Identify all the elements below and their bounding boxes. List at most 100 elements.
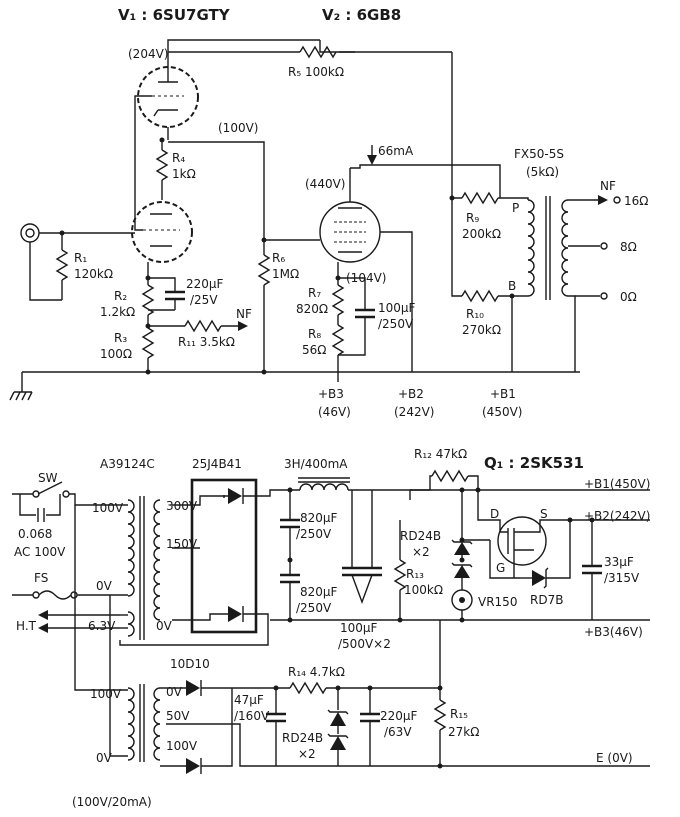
v1-lower-triode: [131, 201, 193, 263]
b2-voltage: (242V): [394, 405, 434, 419]
t2-secondary-100v: 100V: [166, 739, 198, 753]
bias-zener-upper: [327, 709, 349, 726]
b1-label: +B1: [490, 387, 516, 401]
c100x2-rating: /500V×2: [338, 637, 391, 651]
bias-rd24b-count: ×2: [298, 747, 316, 761]
r2-resistor: [141, 284, 155, 316]
rectifier-block: [190, 478, 258, 634]
r13-label: R₁₃: [406, 567, 424, 581]
bias-rd24b-label: RD24B: [282, 731, 323, 745]
v1-upper-triode: [137, 55, 199, 128]
r1-resistor: [55, 249, 69, 281]
v2-cathode-voltage: (104V): [346, 271, 386, 285]
r7-value: 820Ω: [296, 302, 328, 316]
vr150-label: VR150: [478, 595, 517, 609]
r10-value: 270kΩ: [462, 323, 501, 337]
r9-resistor: [461, 191, 499, 205]
t1-secondary-0v: 0V: [156, 619, 173, 633]
output-transformer-impedance: (5kΩ): [526, 165, 559, 179]
tap-16-ohm: 16Ω: [624, 194, 648, 208]
c100-value: 100μF: [378, 301, 416, 315]
b3-output-label: +B3(46V): [584, 625, 643, 639]
switch-label: SW: [38, 471, 58, 485]
input-jack: [20, 223, 40, 243]
r15-label: R₁₅: [450, 707, 468, 721]
q1-title: Q₁ : 2SK531: [484, 454, 584, 472]
r10-resistor: [461, 289, 499, 303]
vr150-tube: [451, 589, 473, 611]
c100-rating: /250V: [378, 317, 414, 331]
t1-primary-100v: 100V: [92, 501, 124, 515]
c820-lower-rating: /250V: [296, 601, 332, 615]
v2-plate-voltage: (440V): [305, 177, 345, 191]
output-transformer-label: FX50-5S: [514, 147, 564, 161]
r7-label: R₇: [308, 286, 321, 300]
rectifier-label: 25J4B41: [192, 457, 242, 471]
b1-output-label: +B1(450V): [584, 477, 650, 491]
t2-primary-100v: 100V: [90, 687, 122, 701]
power-transformer-label: A39124C: [100, 457, 155, 471]
r6-value: 1MΩ: [272, 267, 299, 281]
zener-diode-lower: [451, 562, 473, 578]
r4-label: R₄: [172, 151, 185, 165]
tap-b-label: B: [508, 279, 516, 293]
rd7b-label: RD7B: [530, 593, 563, 607]
v1-title: V₁ : 6SU7GTY: [118, 6, 231, 24]
c820-lower-value: 820μF: [300, 585, 338, 599]
r12-resistor: [431, 469, 469, 483]
r14-resistor: [289, 681, 327, 695]
r1-label: R₁: [74, 251, 87, 265]
r1-value: 120kΩ: [74, 267, 113, 281]
tap-8-ohm: 8Ω: [620, 240, 637, 254]
r9-value: 200kΩ: [462, 227, 501, 241]
fuse: [32, 590, 78, 600]
b2-output-label: +B2(242V): [584, 509, 650, 523]
c-100uf-x2: [342, 566, 382, 577]
power-transformer-1: [127, 496, 161, 640]
bias-diode-upper: [186, 680, 202, 696]
r11-label: R₁₁ 3.5kΩ: [178, 335, 235, 349]
c33-value: 33μF: [604, 555, 634, 569]
c100x2-value: 100μF: [340, 621, 378, 635]
current-66ma: 66mA: [378, 144, 414, 158]
r2-label: R₂: [114, 289, 127, 303]
t1-primary-0v: 0V: [96, 579, 113, 593]
zener-rd7b: [532, 567, 549, 589]
v2-title: V₂ : 6GB8: [322, 6, 401, 24]
r7-resistor: [331, 284, 345, 316]
r5-resistor: [299, 45, 337, 59]
c820-upper-value: 820μF: [300, 511, 338, 525]
c0068-value: 0.068: [18, 527, 52, 541]
q1-source-label: S: [540, 507, 548, 521]
b2-label: +B2: [398, 387, 424, 401]
ground-symbol: [9, 391, 33, 401]
c220-63-value: 220μF: [380, 709, 418, 723]
r4-value: 1kΩ: [172, 167, 196, 181]
v2-pentode: [319, 201, 381, 263]
r5-label: R₅ 100kΩ: [288, 65, 344, 79]
r4-resistor: [155, 149, 169, 181]
c-220uf-capacitor: [165, 290, 185, 301]
r8-label: R₈: [308, 327, 321, 341]
t2-secondary-50v: 50V: [166, 709, 190, 723]
t2-primary-0v: 0V: [96, 751, 113, 765]
fuse-label: FS: [34, 571, 48, 585]
q1-gate-label: G: [496, 561, 505, 575]
c220-value: 220μF: [186, 277, 224, 291]
r15-value: 27kΩ: [448, 725, 479, 739]
r13-value: 100kΩ: [404, 583, 443, 597]
bias-diode-label: 10D10: [170, 657, 210, 671]
r3-label: R₃: [114, 331, 127, 345]
t1-heater-63v: 6.3V: [88, 619, 116, 633]
rd24b-label: RD24B: [400, 529, 441, 543]
r8-resistor: [331, 324, 345, 356]
t2-secondary-0v: 0V: [166, 685, 183, 699]
c220-rating: /25V: [190, 293, 218, 307]
t1-secondary-300v: 300V: [166, 499, 198, 513]
bias-diode-lower: [186, 758, 202, 774]
r15-resistor: [433, 699, 447, 731]
c33-rating: /315V: [604, 571, 640, 585]
r13-resistor: [393, 559, 407, 591]
r6-resistor: [257, 254, 271, 286]
